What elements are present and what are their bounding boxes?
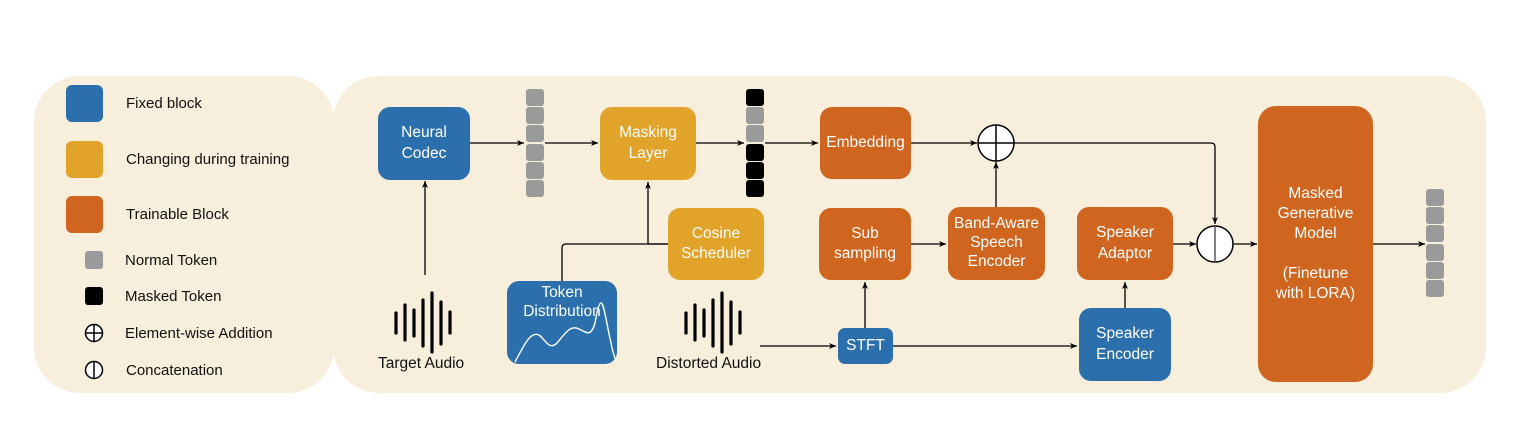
legend-normal-token-label: Normal Token (125, 252, 218, 269)
normal-token (526, 89, 544, 106)
neural-codec-block: Neural Codec (378, 107, 470, 180)
masking-layer-block: Masking Layer (600, 107, 696, 180)
legend-trainable-swatch (66, 196, 103, 233)
legend-fixed-label: Fixed block (126, 95, 202, 112)
band-aware-speech-encoder-block: Band-Aware Speech Encoder (948, 207, 1045, 280)
stft-block: STFT (838, 328, 893, 364)
addition-operator-icon (977, 124, 1015, 162)
masked-token (746, 89, 764, 106)
distribution-curve-icon (514, 302, 617, 363)
legend-panel (34, 76, 334, 393)
embedding-block: Embedding (820, 107, 911, 179)
normal-token (1426, 261, 1444, 279)
legend-addition-label: Element-wise Addition (125, 325, 273, 342)
legend-masked-token-label: Masked Token (125, 288, 222, 305)
normal-token (1426, 243, 1444, 261)
circle-vertical-bar-icon (84, 360, 104, 380)
masked-token-column (746, 89, 764, 198)
legend-fixed-swatch (66, 85, 103, 122)
normal-token (746, 125, 764, 143)
distorted-audio-waveform-icon (684, 291, 742, 354)
normal-token (746, 107, 764, 125)
normal-token (526, 179, 544, 197)
concatenation-operator-icon (1196, 225, 1234, 263)
legend-masked-token-swatch (85, 287, 103, 305)
masked-generative-model-block: Masked Generative Model (Finetune with L… (1258, 106, 1373, 382)
wire-distribution-merge (561, 243, 764, 281)
cosine-scheduler-block: Cosine Scheduler (668, 208, 764, 280)
normal-token (526, 143, 544, 161)
circle-plus-icon (84, 323, 104, 343)
normal-token (526, 125, 544, 143)
token-distribution-block: Token Distribution (507, 281, 617, 364)
normal-token (526, 161, 544, 179)
distorted-audio-caption: Distorted Audio (656, 355, 762, 372)
masked-token (746, 179, 764, 197)
legend-changing-swatch (66, 141, 103, 178)
output-token-column (1426, 189, 1444, 298)
sub-sampling-block: Sub sampling (819, 208, 911, 280)
target-audio-waveform-icon (394, 291, 452, 354)
normal-token (1426, 279, 1444, 297)
normal-token (526, 107, 544, 125)
masked-token (746, 161, 764, 179)
masked-token (746, 143, 764, 161)
codec-token-column (526, 89, 544, 198)
legend-changing-label: Changing during training (126, 151, 290, 168)
target-audio-caption: Target Audio (378, 355, 465, 372)
legend-trainable-label: Trainable Block (126, 206, 229, 223)
token-distribution-label: Token Distribution (523, 284, 601, 321)
normal-token (1426, 189, 1444, 206)
legend-normal-token-swatch (85, 251, 103, 269)
legend-concatenation-label: Concatenation (126, 362, 223, 379)
speaker-encoder-block: Speaker Encoder (1079, 308, 1171, 381)
speaker-adaptor-block: Speaker Adaptor (1077, 207, 1173, 280)
normal-token (1426, 225, 1444, 243)
arrow-addition-to-concat (1014, 142, 1218, 224)
normal-token (1426, 207, 1444, 225)
